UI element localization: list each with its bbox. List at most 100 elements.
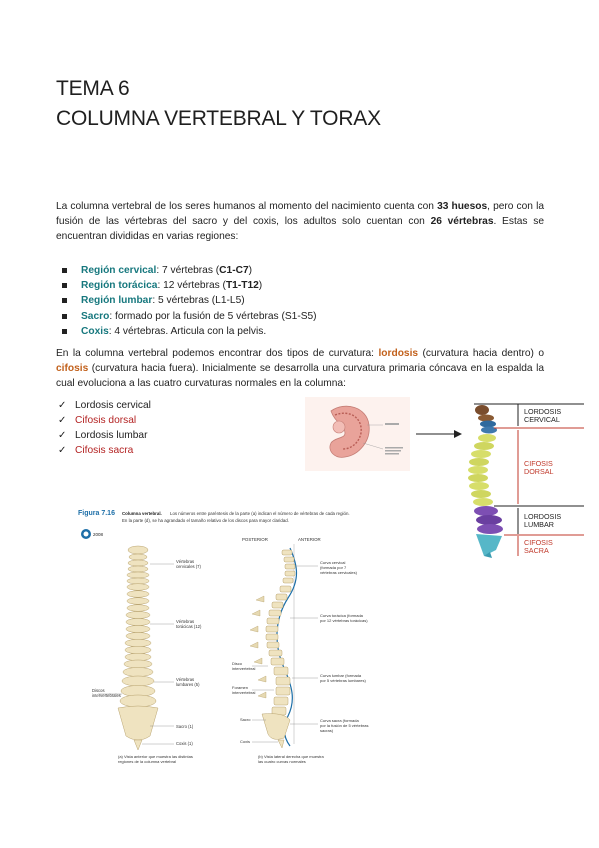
list-item: Región torácica: 12 vértebras (T1-T12)	[62, 278, 317, 293]
label-posterior: POSTERIOR	[242, 537, 268, 542]
page-title-line2: COLUMNA VERTEBRAL Y TORAX	[56, 107, 381, 130]
embryo-label-line	[385, 450, 401, 452]
label-lordosis-cervical-1: LORDOSIS	[524, 407, 561, 416]
bullet-square-icon	[62, 298, 67, 304]
cifosis-term: cifosis	[56, 363, 89, 375]
list-item: ✓ Lordosis cervical	[58, 398, 151, 413]
curv-text-b: (curvatura hacia dentro) o	[418, 348, 545, 359]
figure-number: Figura 7.16	[78, 510, 115, 517]
curvature-paragraph: En la columna vertebral podemos encontra…	[56, 346, 544, 392]
embryo-head	[332, 420, 346, 434]
embryo-spine	[334, 412, 362, 450]
label-curva-sacra-3: sacras)	[320, 728, 334, 733]
region-name: Región cervical	[81, 265, 157, 276]
label-disco-intervertebral: intervertebral	[232, 666, 255, 671]
region-end: )	[248, 265, 253, 276]
checkmark-icon: ✓	[58, 400, 67, 411]
label-coxis: Coxis (1)	[176, 741, 193, 746]
label-lordosis-lumbar-1: LORDOSIS	[524, 512, 561, 521]
region-desc: : 7 vértebras (	[156, 265, 220, 276]
label-lordosis-lumbar-2: LUMBAR	[524, 520, 554, 529]
label-discos: Discos	[92, 688, 105, 693]
curv-text-c: (curvatura hacia fuera). Inicialmente se…	[56, 363, 544, 390]
label-curva-lumbar-2: por 5 vértebras lumbares)	[320, 678, 366, 683]
label-vertebras-toracicas: Vértebras	[176, 619, 194, 624]
list-item: ✓Lordosis lumbar	[58, 428, 151, 443]
figure-caption-rest: Los números entre paréntesis de la parte…	[170, 511, 350, 516]
subcaption-a-2: regiones de la columna vertebral	[118, 759, 176, 764]
embryo-leader	[362, 442, 384, 450]
label-foramen-intervertebral: intervertebral	[232, 690, 255, 695]
region-end: )	[258, 280, 263, 292]
subcaption-a-1: (a) Vista anterior que muestra las disti…	[118, 754, 193, 759]
intro-text-c: , pero con la fusión de las vértebras de…	[56, 201, 544, 228]
label-curva-toracica: Curva torácica (formada	[320, 613, 364, 618]
figure-caption-bold: Columna vertebral.	[122, 511, 162, 516]
intro-26-vertebras: 26 vértebras	[430, 216, 494, 228]
checkmark-icon: ✓	[58, 445, 67, 456]
label-foramen: Foramen	[232, 685, 248, 690]
list-item: ✓ Cifosis dorsal	[58, 413, 151, 428]
figure-7-16: Figura 7.16 Columna vertebral. Los númer…	[78, 510, 368, 764]
bullet-square-icon	[62, 328, 67, 334]
lordosis-term: lordosis	[378, 348, 419, 359]
region-name: Sacro	[81, 310, 110, 322]
regions-list: Región cervical: 7 vértebras (C1-C7) Reg…	[62, 263, 317, 339]
label-cifosis-dorsal-1: CIFOSIS	[524, 459, 553, 468]
list-item: Coxis: 4 vértebras. Articula con la pelv…	[62, 324, 317, 339]
curve-label: Cifosis dorsal	[75, 415, 137, 426]
label-coxis-lateral: Coxis	[240, 739, 250, 744]
list-item: ✓ Cifosis sacra	[58, 443, 151, 458]
curve-label: Lordosis cervical	[75, 400, 151, 411]
embryo-body	[329, 405, 370, 458]
checkmark-icon: ✓	[58, 430, 67, 441]
curv-text-a: En la columna vertebral podemos encontra…	[56, 348, 379, 359]
list-item: Región cervical: 7 vértebras (C1-C7)	[62, 263, 317, 278]
copyright-icon-inner	[83, 531, 89, 537]
cervical-vertebrae	[475, 405, 497, 434]
page-title-line1: TEMA 6	[56, 77, 130, 100]
bullet-square-icon	[62, 268, 67, 273]
label-cifosis-sacra-2: SACRA	[524, 546, 549, 555]
region-desc: : 4 vértebras. Articula con la pelvis.	[108, 325, 267, 337]
intro-paragraph: La columna vertebral de los seres humano…	[56, 199, 544, 245]
region-name: Coxis	[81, 325, 109, 337]
label-intervertebrales: intervertebrales	[92, 693, 121, 698]
colored-spine-illustration: LORDOSIS CERVICAL CIFOSIS DORSAL LORDOSI…	[468, 403, 584, 558]
sacrum-coccyx	[476, 534, 502, 558]
mid-labels: Disco intervertebral Foramen interverteb…	[232, 661, 255, 744]
label-lordosis-cervical-2: CERVICAL	[524, 415, 560, 424]
label-curva-cervical-2: (formada por 7	[320, 565, 347, 570]
curve-label: Cifosis sacra	[75, 445, 134, 456]
label-curva-lumbar: Curva lumbar (formada	[320, 673, 362, 678]
region-name: Región lumbar	[81, 295, 153, 307]
region-code: T1-T12	[225, 280, 259, 292]
region-code: C1-C7	[219, 265, 249, 276]
label-anterior: ANTERIOR	[298, 537, 321, 542]
embryo-label-line	[385, 453, 399, 455]
label-curva-sacra-2: por la fusión de 5 vértebras	[320, 723, 368, 728]
anterior-spine	[117, 545, 159, 751]
right-labels: Curva cervical (formada por 7 vértebras …	[320, 560, 368, 733]
right-leaders	[252, 565, 318, 743]
left-leaders	[98, 563, 174, 745]
region-desc: : 5 vértebras (L1-L5)	[152, 295, 245, 307]
intro-text-a: La columna vertebral de los seres humano…	[56, 201, 438, 212]
label-curva-sacra: Curva sacra (formada	[320, 718, 359, 723]
bullet-square-icon	[62, 283, 67, 289]
label-vertebras-cervicales: Vértebras	[176, 559, 194, 564]
embryo-label-line	[385, 423, 399, 425]
checkmark-icon: ✓	[58, 415, 67, 426]
figure-caption-line2: En la parte (d), se ha agrandado el tama…	[122, 518, 289, 523]
label-sacro: Sacro (1)	[176, 724, 194, 729]
intro-33-huesos: 33 huesos	[437, 201, 488, 212]
label-curva-cervical-3: vértebras cervicales)	[320, 570, 358, 575]
subcaption-b-1: (b) Vista lateral derecha que muestra	[258, 754, 325, 759]
intro-text-e: . Estas se encuentran divididas en varia…	[56, 216, 545, 243]
embryo-illustration	[305, 397, 410, 471]
label-sacro-lateral: Sacro	[240, 717, 251, 722]
list-item: Región lumbar: 5 vértebras (L1-L5)	[62, 293, 317, 308]
left-labels: Vértebras cervicales (7) Vértebras torác…	[92, 559, 202, 746]
region-name: Región torácica	[81, 280, 158, 292]
region-desc: : formado por la fusión de 5 vértebras (…	[109, 310, 317, 322]
